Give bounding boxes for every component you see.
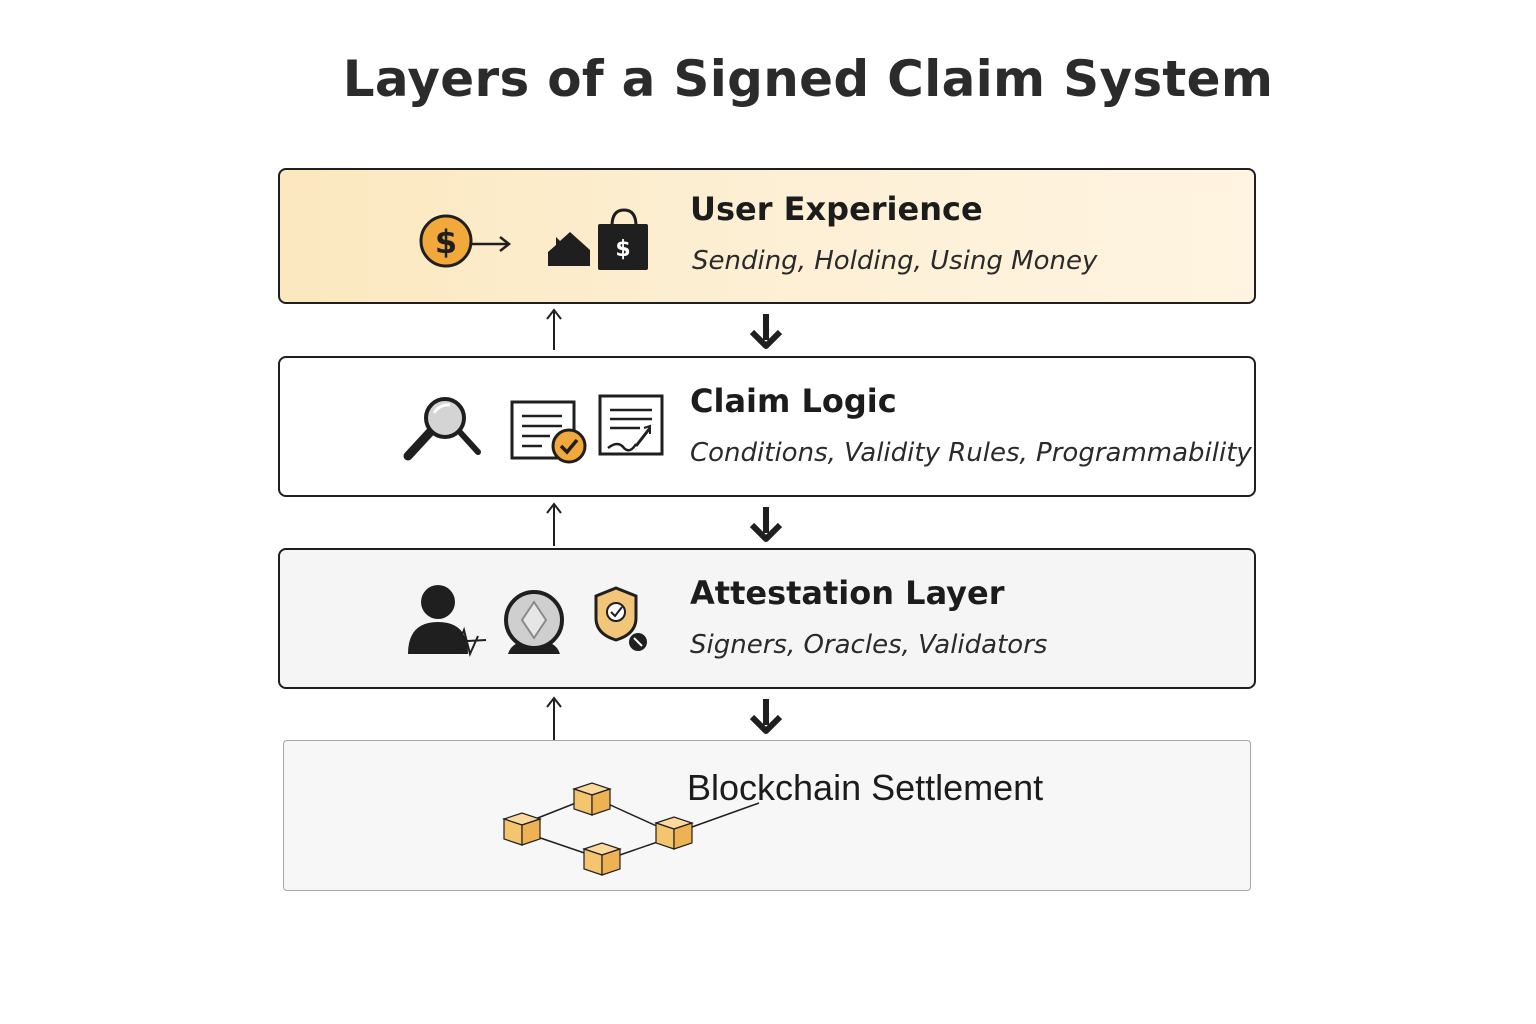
claim-logic-icons: [403, 394, 664, 464]
layer-attestation: Attestation Layer Signers, Oracles, Vali…: [278, 548, 1256, 689]
oracle-crystal-ball-icon: [504, 590, 564, 654]
validator-shield-icon: [594, 586, 647, 651]
layer-title: Blockchain Settlement: [687, 767, 1044, 808]
up-arrow-icon: [546, 696, 562, 740]
blockchain-network-icon: [502, 782, 760, 876]
document-check-icon: [510, 400, 587, 464]
block-cube: [572, 782, 612, 816]
layer-user-experience: $ $ User Experience Sending, Holding, Us…: [278, 168, 1256, 304]
shopping-bag-icon: $: [598, 208, 648, 270]
signed-contract-icon: [598, 394, 664, 456]
page-title: Layers of a Signed Claim System: [342, 50, 1274, 108]
down-arrow-icon: [749, 699, 783, 734]
layer-blockchain-settlement: Blockchain Settlement: [283, 740, 1251, 891]
layer-title: Claim Logic: [690, 382, 897, 420]
layer-subtitle: Sending, Holding, Using Money: [692, 246, 1098, 276]
house-icon: [548, 232, 590, 266]
dollar-coin-icon: $: [419, 214, 473, 268]
down-arrow-icon: [749, 507, 783, 542]
user-experience-icons: $ $: [419, 208, 648, 270]
down-arrow-icon: [749, 314, 783, 349]
layer-title: User Experience: [690, 190, 983, 228]
block-cube: [582, 842, 622, 876]
up-arrow-icon: [546, 308, 562, 350]
arrow-right-icon: [472, 236, 512, 252]
attestation-icons: [408, 585, 647, 658]
magnifying-glass-icon: [403, 397, 481, 461]
layer-title: Attestation Layer: [690, 574, 1005, 612]
signer-person-icon: [408, 585, 487, 658]
layer-subtitle: Conditions, Validity Rules, Programmabil…: [690, 438, 1252, 468]
layer-subtitle: Signers, Oracles, Validators: [690, 630, 1048, 660]
block-cube: [502, 812, 542, 846]
layer-claim-logic: Claim Logic Conditions, Validity Rules, …: [278, 356, 1256, 497]
block-cube: [654, 816, 694, 850]
svg-text:$: $: [615, 237, 630, 262]
up-arrow-icon: [546, 502, 562, 546]
svg-text:$: $: [435, 223, 457, 261]
